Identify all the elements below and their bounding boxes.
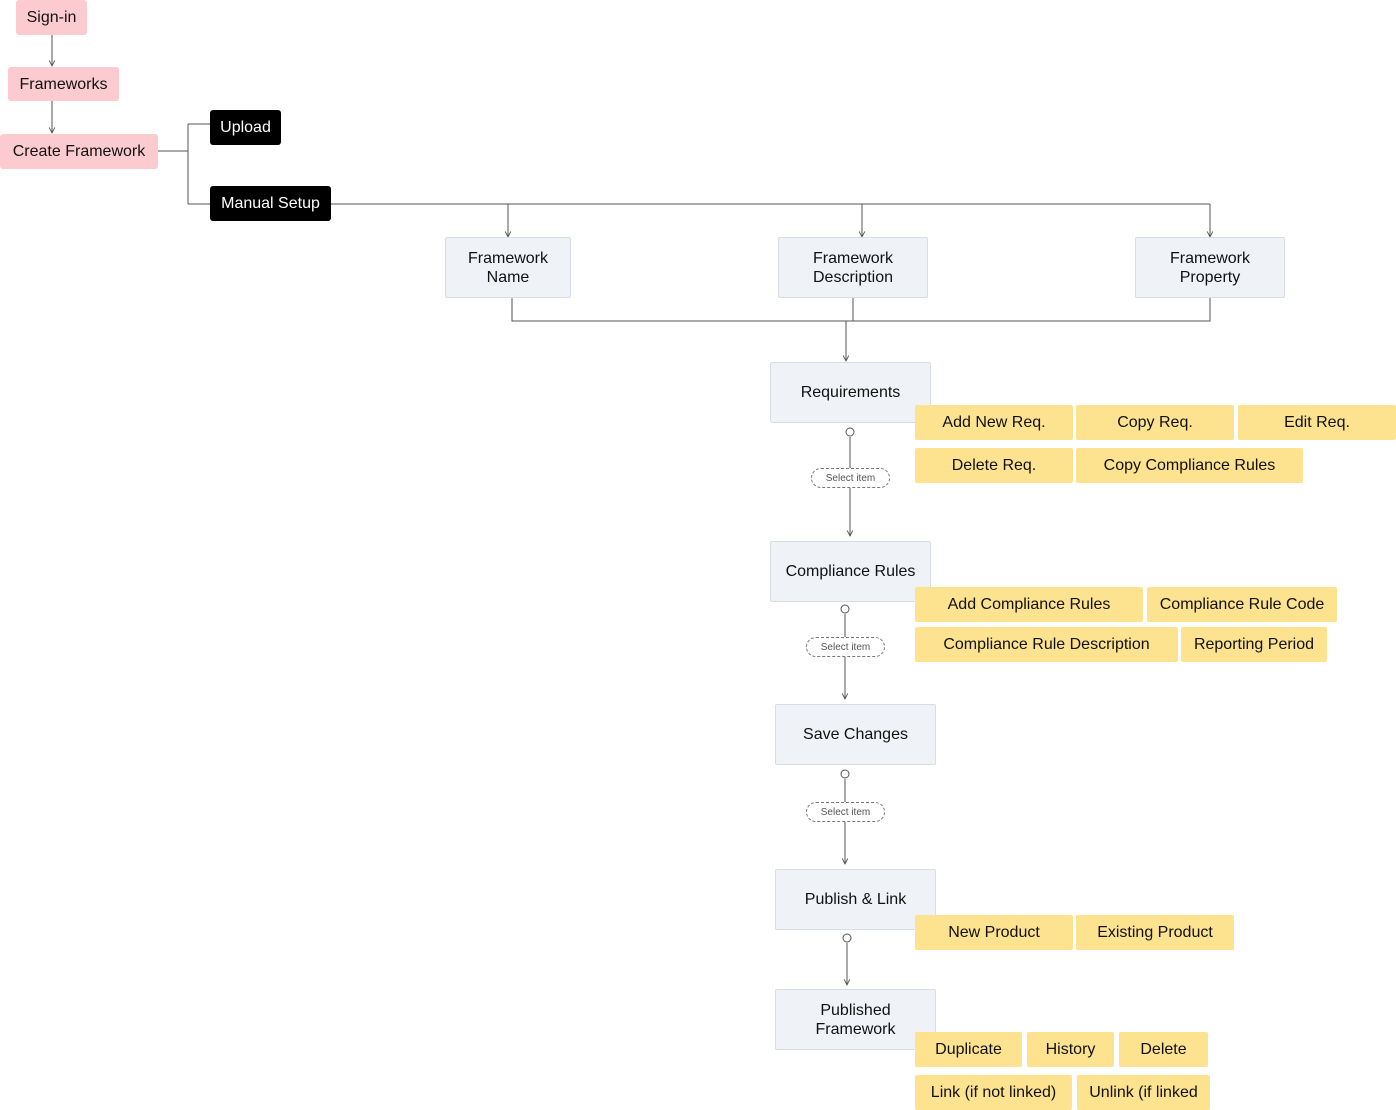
link-action: Link (if not linked)	[915, 1075, 1072, 1110]
save-changes-node: Save Changes	[775, 704, 936, 765]
select-item-label: Select item	[806, 637, 885, 657]
duplicate-action: Duplicate	[915, 1032, 1022, 1067]
copy-compliance-rules-action: Copy Compliance Rules	[1076, 448, 1303, 483]
upload-node: Upload	[210, 110, 281, 145]
framework-description-node: Framework Description	[778, 237, 928, 298]
published-framework-node: Published Framework	[775, 989, 936, 1050]
add-compliance-rules-action: Add Compliance Rules	[915, 587, 1143, 622]
create-framework-node: Create Framework	[0, 134, 158, 169]
manual-setup-node: Manual Setup	[210, 186, 331, 221]
requirements-node: Requirements	[770, 362, 931, 423]
compliance-rules-node: Compliance Rules	[770, 541, 931, 602]
new-product-action: New Product	[915, 915, 1073, 950]
select-item-label: Select item	[806, 802, 885, 822]
reporting-period-action: Reporting Period	[1181, 627, 1327, 662]
copy-req-action: Copy Req.	[1076, 405, 1234, 440]
compliance-rule-code-action: Compliance Rule Code	[1147, 587, 1337, 622]
signin-node: Sign-in	[16, 0, 87, 35]
delete-req-action: Delete Req.	[915, 448, 1073, 483]
add-new-req-action: Add New Req.	[915, 405, 1073, 440]
select-item-label: Select item	[811, 468, 890, 488]
delete-action: Delete	[1119, 1032, 1208, 1067]
publish-link-node: Publish & Link	[775, 869, 936, 930]
edit-req-action: Edit Req.	[1238, 405, 1396, 440]
framework-name-node: Framework Name	[445, 237, 571, 298]
unlink-action: Unlink (if linked	[1077, 1075, 1210, 1110]
compliance-rule-description-action: Compliance Rule Description	[915, 627, 1178, 662]
framework-property-node: Framework Property	[1135, 237, 1285, 298]
existing-product-action: Existing Product	[1076, 915, 1234, 950]
frameworks-node: Frameworks	[8, 67, 119, 101]
history-action: History	[1027, 1032, 1114, 1067]
